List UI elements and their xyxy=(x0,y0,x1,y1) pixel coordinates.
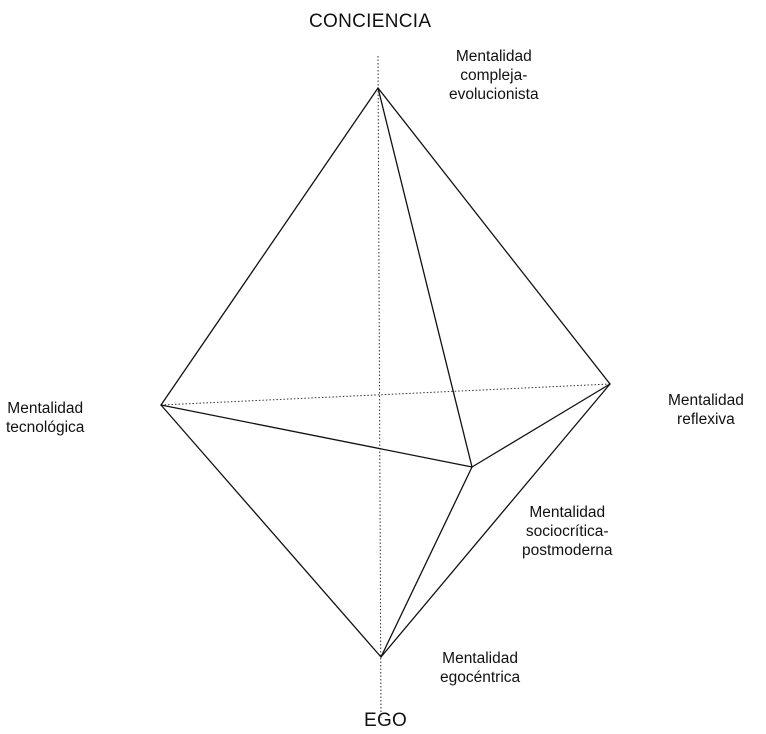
vertex-label-line: reflexiva xyxy=(677,411,735,428)
vertex-label-reflexiva: Mentalidad reflexiva xyxy=(668,391,744,429)
edge-tecnologica-reflexiva xyxy=(160,383,611,406)
vertex-label-compleja-evolucionista: Mentalidad compleja- evolucionista xyxy=(449,47,539,104)
axis-label-conciencia: CONCIENCIA xyxy=(309,11,432,32)
vertex-label-line: Mentalidad xyxy=(455,48,532,65)
edge-compleja-sociocritica xyxy=(377,87,473,468)
edge-tecnologica-sociocritica xyxy=(160,404,473,468)
vertex-label-line: Mentalidad xyxy=(442,650,518,667)
vertex-label-line: egocéntrica xyxy=(440,669,521,686)
vertex-label-line: Mentalidad xyxy=(7,400,84,417)
edge-compleja-tecnologica xyxy=(160,87,379,406)
vertex-label-line: evolucionista xyxy=(449,86,539,103)
vertex-label-tecnologica: Mentalidad tecnológica xyxy=(6,399,84,437)
edge-reflexiva-egocentrica xyxy=(380,383,611,658)
vertex-label-line: sociocrítica- xyxy=(525,523,609,540)
vertex-label-sociocritica-postmoderna: Mentalidad sociocrítica- postmoderna xyxy=(522,503,612,560)
vertex-label-line: Mentalidad xyxy=(529,504,606,521)
edge-tecnologica-egocentrica xyxy=(160,404,382,658)
vertex-label-line: postmoderna xyxy=(522,542,613,559)
axis-label-ego: EGO xyxy=(364,710,408,731)
vertex-label-egocentrica: Mentalidad egocéntrica xyxy=(440,649,520,687)
edge-sociocritica-egocentrica xyxy=(380,466,473,658)
edge-compleja-reflexiva xyxy=(377,87,611,385)
vertex-label-line: Mentalidad xyxy=(668,392,744,409)
edge-reflexiva-sociocritica xyxy=(471,383,611,468)
vertical-axis-line xyxy=(377,55,382,719)
vertex-label-line: tecnológica xyxy=(6,419,85,436)
vertex-label-line: compleja- xyxy=(460,67,528,84)
